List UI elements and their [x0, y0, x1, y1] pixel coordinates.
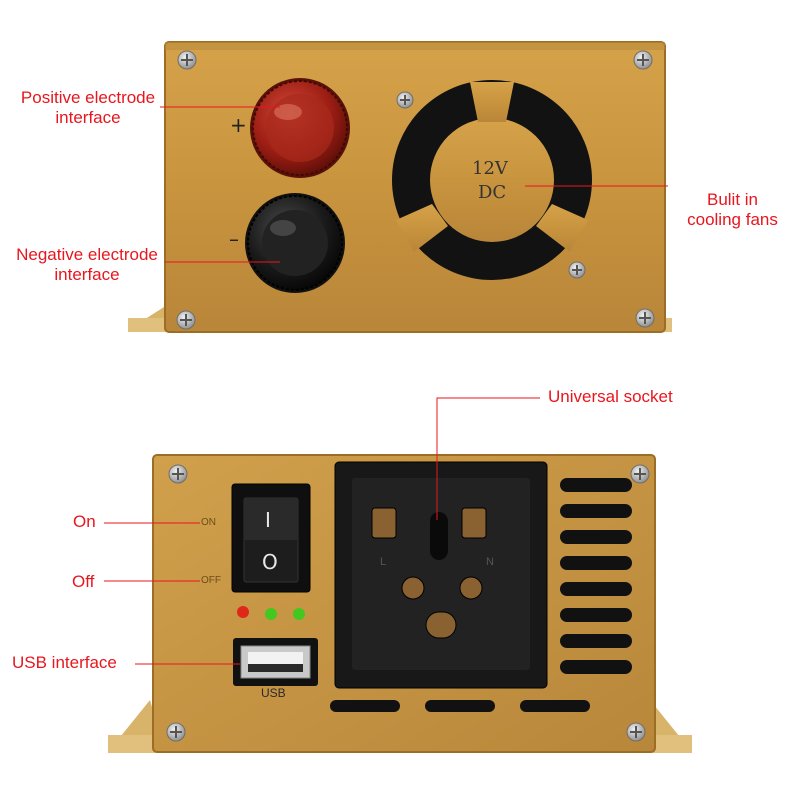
cooling-fans-label: Bulit in cooling fans: [687, 190, 778, 229]
positive-electrode-label: Positive electrode interface: [20, 88, 156, 127]
off-label: Off: [72, 572, 95, 591]
positive-terminal-knob[interactable]: [250, 78, 350, 178]
universal-socket-label: Universal socket: [548, 387, 673, 406]
side-vents: [560, 478, 632, 674]
socket-left-mark: L: [380, 556, 387, 568]
panel-on-text: ON: [201, 517, 216, 528]
screw-icon: [626, 722, 646, 742]
screw-icon: [168, 464, 188, 484]
screw-icon: [177, 50, 197, 70]
minus-sign: –: [229, 227, 239, 251]
screw-icon: [633, 50, 653, 70]
fan-hub-voltage: 12V: [472, 158, 508, 179]
switch-off-mark: O: [262, 550, 278, 574]
fan-icon: [392, 80, 592, 280]
screw-icon: [166, 722, 186, 742]
rocker-switch-icon[interactable]: [231, 483, 311, 593]
negative-terminal-knob[interactable]: [245, 193, 345, 293]
screw-icon: [176, 310, 196, 330]
panel-off-text: OFF: [201, 575, 221, 586]
on-label: On: [73, 512, 96, 531]
screw-icon: [396, 91, 414, 109]
socket-right-mark: N: [486, 556, 494, 568]
screw-icon: [630, 464, 650, 484]
plus-sign: +: [230, 113, 247, 137]
switch-on-mark: I: [265, 508, 271, 532]
universal-outlet-icon[interactable]: [334, 461, 548, 689]
usb-interface-label: USB interface: [12, 653, 117, 672]
screw-icon: [568, 261, 586, 279]
usb-port-text: USB: [261, 686, 286, 700]
screw-icon: [635, 308, 655, 328]
fan-hub-type: DC: [478, 182, 507, 203]
leader-socket: [436, 397, 540, 520]
negative-electrode-label: Negative electrode interface: [16, 245, 158, 284]
led-indicator-icon: [237, 606, 305, 620]
usb-port-icon[interactable]: [233, 638, 318, 686]
bottom-vents: [330, 700, 590, 712]
